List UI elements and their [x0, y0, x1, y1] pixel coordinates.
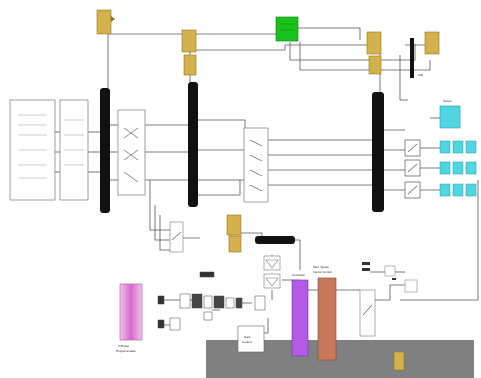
scope-block-2[interactable] — [181, 29, 197, 76]
lower-switch-block[interactable] — [169, 221, 184, 253]
gate-control-block[interactable]: Gate Control — [237, 325, 265, 353]
scope-block-1[interactable] — [96, 9, 115, 35]
scope-block-5[interactable] — [226, 214, 242, 253]
three-phase-source-block[interactable] — [9, 99, 56, 201]
pink-block-label-2: Programmable — [116, 349, 136, 353]
purple-converter-block[interactable]: Converter — [291, 273, 309, 357]
cyan-scope-row-2[interactable] — [439, 161, 477, 175]
right-mini-icons — [362, 262, 396, 280]
top-right-mux[interactable]: Vdc — [410, 38, 424, 78]
brown-svm-block[interactable]: Mod. Space Vector Control — [313, 265, 337, 361]
brown-block-label-2: Vector Control — [313, 270, 332, 274]
brown-block-label-1: Mod. Space — [313, 265, 329, 269]
measurement-bus-1[interactable] — [100, 88, 110, 213]
measurement-bus-3[interactable] — [372, 92, 384, 212]
logic-block-cluster[interactable] — [157, 271, 266, 331]
top-right-label: Vdc — [418, 73, 424, 77]
transformer-block[interactable] — [117, 109, 146, 196]
small-gain-blocks[interactable] — [384, 265, 418, 293]
purple-block-label: Converter — [292, 273, 305, 277]
scope-block-4[interactable] — [424, 31, 440, 55]
scope-block-6[interactable] — [393, 351, 405, 371]
gate-label-2: Control — [242, 340, 252, 344]
cyan-scope-block-top[interactable]: Scope — [439, 99, 461, 129]
line-impedance-block[interactable] — [59, 99, 89, 201]
right-switch-group[interactable] — [404, 139, 421, 199]
lower-right-switch-block[interactable] — [359, 289, 376, 337]
gate-label-1: Gate — [244, 335, 251, 339]
horizontal-bus[interactable] — [255, 236, 295, 244]
pink-block-label-1: 3-Phase — [118, 344, 130, 348]
pink-programmable-source[interactable]: 3-Phase Programmable — [116, 283, 143, 353]
measurement-bus-2[interactable] — [188, 82, 198, 207]
inverter-triangle-blocks[interactable] — [263, 255, 281, 289]
cyan-scope-row-3[interactable] — [439, 183, 477, 197]
scope-block-3[interactable] — [366, 31, 382, 75]
breaker-switch-block[interactable] — [243, 127, 269, 203]
cyan-scope-label: Scope — [443, 99, 452, 103]
green-mux-block[interactable] — [275, 16, 299, 42]
cyan-scope-row-1[interactable] — [439, 140, 477, 154]
